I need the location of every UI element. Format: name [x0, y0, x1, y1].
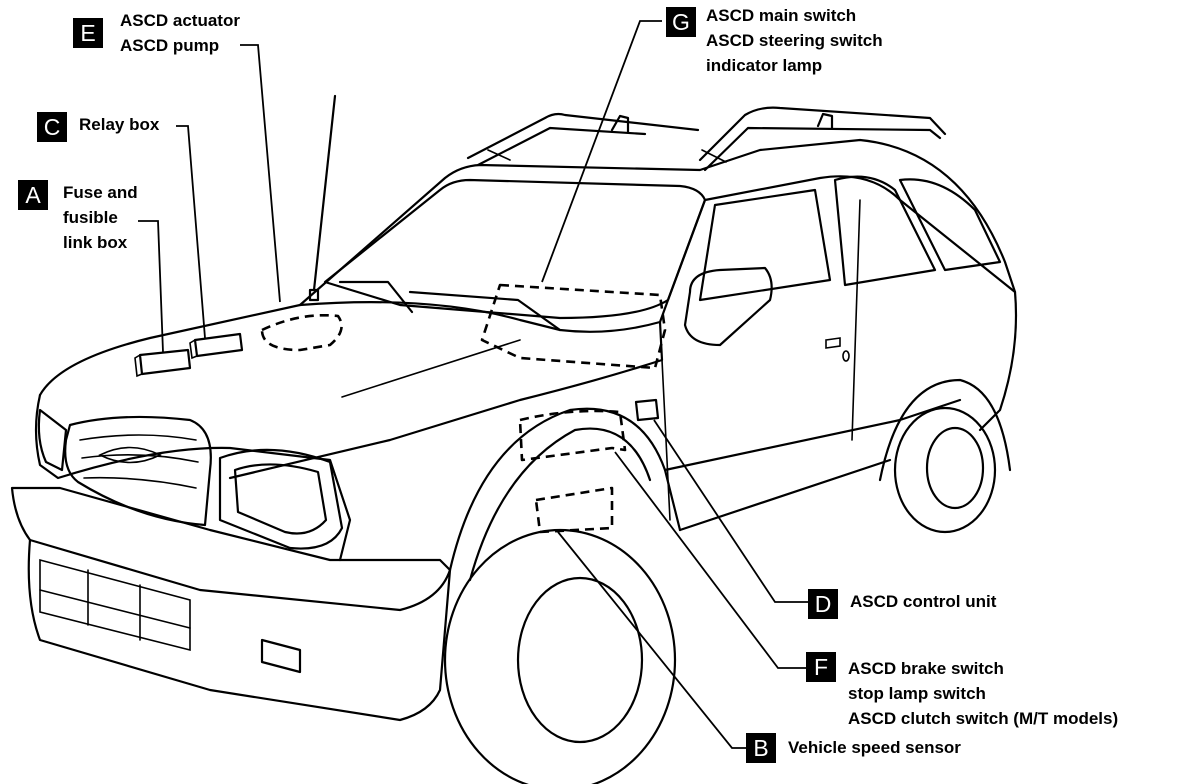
callout-label-line: Relay box: [79, 115, 160, 134]
callout-label-line: stop lamp switch: [848, 684, 986, 703]
vehicle-body-outline: [10, 94, 1018, 784]
callout-label-line: ASCD clutch switch (M/T models): [848, 709, 1119, 728]
callout-letter-badge: E: [73, 18, 103, 48]
callout-relay-box: C Relay box: [37, 112, 159, 142]
callout-label-line: link box: [63, 233, 128, 252]
actuator-location-outline: [260, 314, 343, 352]
callout-ascd-brake-switch: F ASCD brake switch stop lamp switch ASC…: [806, 652, 1118, 731]
callout-label-line: fusible: [63, 208, 118, 227]
callout-ascd-actuator: E ASCD actuator ASCD pump: [73, 11, 240, 58]
callout-label-line: ASCD pump: [120, 36, 220, 55]
callout-label-line: ASCD main switch: [706, 6, 857, 25]
callout-vehicle-speed-sensor: B Vehicle speed sensor: [746, 733, 961, 763]
callout-label-line: ASCD control unit: [850, 592, 997, 611]
callout-label-line: ASCD steering switch: [706, 31, 883, 50]
callout-letter-badge: G: [666, 7, 696, 37]
pedal-location-outline: [518, 409, 627, 462]
sensor-location-outline: [534, 486, 614, 534]
callout-label-line: Fuse and: [63, 183, 138, 202]
callout-letter-badge: B: [746, 733, 776, 763]
callout-label-line: Vehicle speed sensor: [788, 738, 961, 757]
relay-box-shape: [189, 332, 244, 360]
fuse-link-box-shape: [134, 348, 192, 378]
callout-letter-badge: D: [808, 589, 838, 619]
callout-label-line: indicator lamp: [706, 56, 823, 75]
callout-letter-badge: C: [37, 112, 67, 142]
callout-letter-badge: A: [18, 180, 48, 210]
control-unit-shape: [634, 398, 660, 422]
callout-ascd-main-switch: G ASCD main switch ASCD steering switch …: [666, 6, 883, 78]
callout-ascd-control-unit: D ASCD control unit: [808, 589, 996, 619]
callout-label-line: ASCD actuator: [120, 11, 240, 30]
callout-letter-badge: F: [806, 652, 836, 682]
callout-label-line: ASCD brake switch: [848, 659, 1004, 678]
switch-location-outline: [480, 283, 667, 370]
leader-lines: [138, 20, 808, 749]
callout-fuse-link-box: A Fuse and fusible link box: [18, 180, 138, 255]
